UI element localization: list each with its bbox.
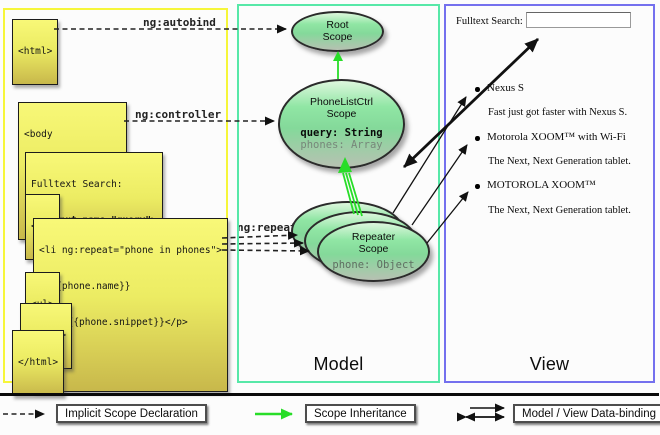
fulltext-search-input[interactable] [526,12,631,28]
bullet-icon [475,87,480,92]
ng-autobind-label: ng:autobind [143,16,216,29]
root-scope-ellipse: Root Scope [291,11,384,52]
model-panel: Model [237,4,440,383]
view-item-desc: The Next, Next Generation tablet. [488,205,631,216]
legend-separator-line [0,393,659,396]
ng-repeat-label: ng:repeat [237,221,297,234]
view-item-desc: The Next, Next Generation tablet. [488,156,631,167]
model-panel-label: Model [313,354,364,374]
bullet-icon [475,184,480,189]
legend-binding-arrows [457,403,505,422]
view-item-title: Motorola XOOM™ with Wi-Fi [487,131,626,143]
fulltext-search-label: Fulltext Search: [456,16,523,27]
legend-implicit-scope-declaration: Implicit Scope Declaration [56,404,207,423]
view-item-desc: Fast just got faster with Nexus S. [488,107,628,118]
bullet-icon [475,136,480,141]
ng-controller-label: ng:controller [135,108,222,121]
view-item-title: Nexus S [487,82,524,94]
legend-model-view-data-binding: Model / View Data-binding [513,404,660,423]
view-panel: View [444,4,655,383]
legend-scope-inheritance: Scope Inheritance [305,404,416,423]
repeater-scope-ellipse-front: Repeater Scope phone: Object [317,221,430,282]
code-html-close: </html> [12,330,65,396]
view-item-title: MOTOROLA XOOM™ [487,179,596,191]
view-panel-label: View [529,354,570,374]
code-html-open: <html> [12,19,59,85]
phonelistctrl-scope-ellipse: PhoneListCtrl Scope query: String phones… [278,79,405,169]
